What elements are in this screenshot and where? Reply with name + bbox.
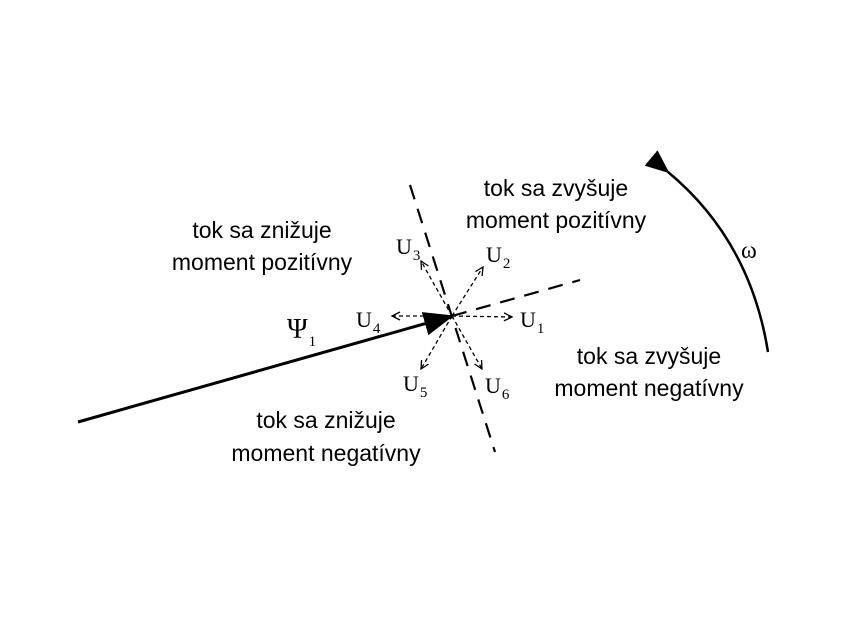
region-bottom-right-line1: tok sa zvyšuje (577, 343, 721, 369)
u4-symbol: U (356, 307, 372, 332)
u1-symbol: U (520, 307, 536, 332)
voltage-vector-u1-arrow (451, 316, 512, 317)
u6-subscript: 6 (502, 387, 510, 403)
voltage-vector-u5-label: U5 (403, 371, 427, 401)
region-bottom-left-line1: tok sa znižuje (256, 407, 395, 433)
region-bottom-left-line2: moment negatívny (231, 440, 421, 466)
voltage-vector-u3-label: U3 (396, 234, 420, 264)
region-top-right-line1: tok sa zvyšuje (484, 175, 628, 201)
u4-subscript: 4 (373, 321, 381, 337)
u6-symbol: U (485, 373, 501, 398)
voltage-vectors (392, 261, 512, 369)
voltage-vector-u6-label: U6 (485, 373, 510, 403)
flux-subscript: 1 (309, 334, 317, 350)
u3-subscript: 3 (413, 248, 421, 264)
region-top-right-line2: moment pozitívny (466, 207, 647, 233)
flux-symbol: Ψ (287, 314, 308, 345)
rotation-speed-label: ω (741, 238, 757, 264)
region-top-left-line1: tok sa znižuje (192, 217, 331, 243)
region-top-left-line2: moment pozitívny (172, 249, 353, 275)
voltage-vector-u2-arrow (451, 267, 483, 317)
boundary-line-flux-axis (408, 184, 497, 453)
u2-symbol: U (486, 242, 502, 267)
rotation-arc-arrow (644, 150, 770, 353)
voltage-vector-u1-label: U1 (520, 307, 544, 337)
region-bottom-right-line2: moment negatívny (554, 375, 744, 401)
u1-subscript: 1 (537, 321, 545, 337)
u3-symbol: U (396, 234, 412, 259)
u5-symbol: U (403, 371, 419, 396)
boundary-line-torque-axis (451, 278, 581, 318)
u2-subscript: 2 (503, 256, 511, 272)
voltage-vector-u6-arrow (451, 315, 482, 369)
voltage-vector-u3-arrow (421, 261, 453, 317)
u5-subscript: 5 (420, 385, 428, 401)
voltage-vector-u2-label: U2 (486, 242, 510, 272)
voltage-vector-u4-label: U4 (356, 307, 381, 337)
flux-vector-label: Ψ1 (287, 314, 316, 350)
flux-vector-arrow (77, 312, 454, 424)
voltage-vector-u5-arrow (421, 315, 453, 369)
